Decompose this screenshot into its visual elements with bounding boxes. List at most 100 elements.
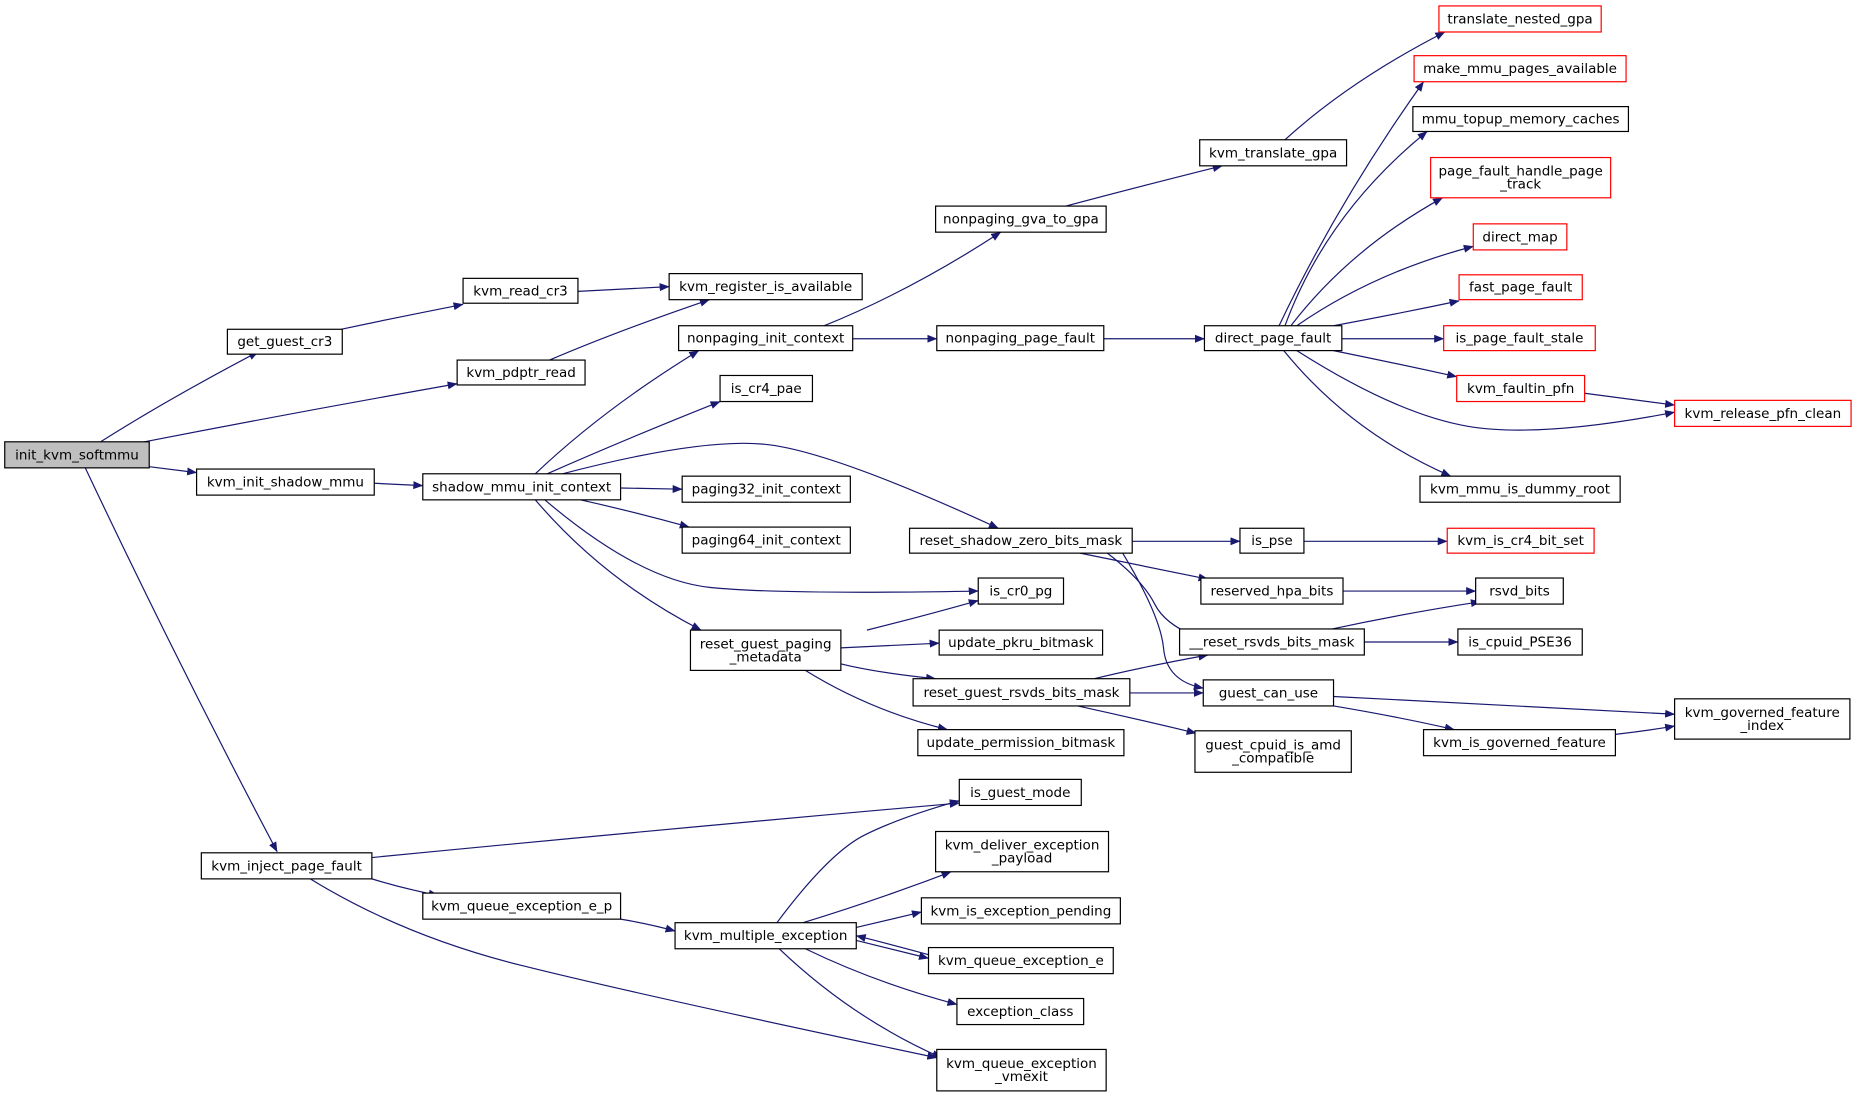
node-label: is_pse: [1251, 533, 1292, 549]
node-direct_map[interactable]: direct_map: [1472, 223, 1568, 251]
node-is_guest_mode[interactable]: is_guest_mode: [958, 778, 1082, 807]
node-direct_page_fault[interactable]: direct_page_fault: [1203, 325, 1343, 352]
node-box: [668, 273, 863, 301]
node-paging64_init_context[interactable]: paging64_init_context: [681, 526, 851, 554]
edge-direct_page_fault-to-kvm_mmu_is_dummy_root: [1283, 350, 1452, 477]
node-box: [1457, 628, 1583, 656]
node-label: rsvd_bits: [1489, 584, 1550, 600]
edge-reset_guest_paging_metadata-to-update_permission_bitmask: [805, 669, 948, 732]
node-nonpaging_page_fault[interactable]: nonpaging_page_fault: [936, 325, 1105, 352]
edge-__reset_rsvds_bits_mask-to-rsvd_bits: [1332, 599, 1481, 630]
node-box: [1438, 5, 1602, 33]
node-is_page_fault_stale[interactable]: is_page_fault_stale: [1443, 325, 1596, 352]
node-kvm_release_pfn_clean[interactable]: kvm_release_pfn_clean: [1674, 399, 1852, 428]
node-fast_page_fault[interactable]: fast_page_fault: [1458, 274, 1583, 301]
node-kvm_translate_gpa[interactable]: kvm_translate_gpa: [1199, 139, 1348, 167]
node-translate_nested_gpa[interactable]: translate_nested_gpa: [1438, 5, 1602, 33]
node-box: [422, 473, 622, 501]
edge-kvm_faultin_pfn-to-kvm_release_pfn_clean: [1584, 392, 1676, 408]
node-label: _vmexit: [994, 1069, 1048, 1085]
node-kvm_mmu_is_dummy_root[interactable]: kvm_mmu_is_dummy_root: [1419, 475, 1621, 503]
node-kvm_queue_exception_vmexit[interactable]: kvm_queue_exception_vmexit: [936, 1048, 1107, 1092]
node-kvm_read_cr3[interactable]: kvm_read_cr3: [462, 277, 579, 304]
node-nonpaging_gva_to_gpa[interactable]: nonpaging_gva_to_gpa: [935, 205, 1107, 233]
node-kvm_governed_feature_index[interactable]: kvm_governed_feature_index: [1674, 698, 1851, 740]
node-mmu_topup_memory_caches[interactable]: mmu_topup_memory_caches: [1412, 106, 1630, 133]
node-reserved_hpa_bits[interactable]: reserved_hpa_bits: [1200, 577, 1344, 605]
edge-kvm_multiple_exception-to-is_guest_mode: [776, 799, 960, 924]
node-kvm_queue_exception_e_p[interactable]: kvm_queue_exception_e_p: [422, 892, 622, 920]
node-box: [935, 830, 1110, 873]
node-reset_shadow_zero_bits_mask[interactable]: reset_shadow_zero_bits_mask: [908, 527, 1133, 554]
node-rsvd_bits[interactable]: rsvd_bits: [1475, 577, 1564, 605]
edge-reset_guest_paging_metadata-to-reset_guest_rsvds_bits_mask: [838, 662, 937, 682]
node-box: [1458, 274, 1583, 301]
node-box: [912, 678, 1131, 707]
node-kvm_is_governed_feature[interactable]: kvm_is_governed_feature: [1422, 729, 1617, 757]
node-is_pse[interactable]: is_pse: [1239, 527, 1305, 554]
node-reset_guest_rsvds_bits_mask[interactable]: reset_guest_rsvds_bits_mask: [912, 678, 1131, 707]
node-label: page_fault_handle_page: [1438, 164, 1602, 180]
node-label: nonpaging_gva_to_gpa: [943, 212, 1099, 228]
node-box: [200, 852, 373, 880]
edge-kvm_init_shadow_mmu-to-shadow_mmu_init_context: [374, 481, 424, 490]
node-label: kvm_queue_exception: [946, 1056, 1097, 1072]
node-reset_guest_paging_metadata[interactable]: reset_guest_paging_metadata: [689, 629, 842, 672]
edge-kvm_inject_page_fault-to-kvm_queue_exception_vmexit: [309, 878, 938, 1060]
edge-shadow_mmu_init_context-to-nonpaging_init_context: [534, 350, 700, 475]
node-kvm_init_shadow_mmu[interactable]: kvm_init_shadow_mmu: [195, 468, 375, 496]
node-is_cpuid_PSE36[interactable]: is_cpuid_PSE36: [1457, 628, 1583, 656]
node-label: kvm_inject_page_fault: [211, 858, 362, 874]
node-box: [689, 629, 842, 672]
edge-nonpaging_gva_to_gpa-to-kvm_translate_gpa: [1065, 164, 1223, 207]
node-kvm_register_is_available[interactable]: kvm_register_is_available: [668, 273, 863, 301]
node-label: __reset_rsvds_bits_mask: [1188, 634, 1354, 650]
node-box: [936, 1048, 1107, 1092]
edge-kvm_read_cr3-to-kvm_register_is_available: [577, 283, 670, 292]
node-box: [195, 468, 375, 496]
node-label: kvm_init_shadow_mmu: [207, 475, 364, 491]
node-label: is_cpuid_PSE36: [1468, 634, 1572, 650]
node-label: kvm_is_governed_feature: [1433, 735, 1606, 751]
node-box: [927, 946, 1114, 975]
node-box: [938, 629, 1104, 656]
node-kvm_is_cr4_bit_set[interactable]: kvm_is_cr4_bit_set: [1446, 527, 1595, 554]
node-is_cr0_pg[interactable]: is_cr0_pg: [977, 577, 1065, 605]
node-guest_can_use[interactable]: guest_can_use: [1202, 679, 1335, 707]
node-kvm_multiple_exception[interactable]: kvm_multiple_exception: [674, 922, 857, 950]
node-nonpaging_init_context[interactable]: nonpaging_init_context: [678, 325, 854, 352]
node-label: kvm_release_pfn_clean: [1685, 406, 1842, 422]
node-box: [1239, 527, 1305, 554]
edge-shadow_mmu_init_context-to-paging32_init_context: [620, 485, 683, 494]
node-paging32_init_context[interactable]: paging32_init_context: [681, 475, 851, 503]
node-kvm_faultin_pfn[interactable]: kvm_faultin_pfn: [1456, 374, 1586, 403]
node-kvm_is_exception_pending[interactable]: kvm_is_exception_pending: [920, 897, 1121, 925]
edge-kvm_multiple_exception-to-exception_class: [805, 948, 958, 1006]
node-__reset_rsvds_bits_mask[interactable]: __reset_rsvds_bits_mask: [1178, 628, 1365, 656]
node-update_pkru_bitmask[interactable]: update_pkru_bitmask: [938, 629, 1104, 656]
node-init_kvm_softmmu[interactable]: init_kvm_softmmu: [4, 441, 150, 469]
node-update_permission_bitmask[interactable]: update_permission_bitmask: [917, 729, 1125, 757]
node-box: [681, 475, 851, 503]
node-get_guest_cr3[interactable]: get_guest_cr3: [226, 328, 343, 355]
node-shadow_mmu_init_context[interactable]: shadow_mmu_init_context: [422, 473, 622, 501]
edge-kvm_translate_gpa-to-translate_nested_gpa: [1284, 31, 1446, 141]
node-make_mmu_pages_available[interactable]: make_mmu_pages_available: [1413, 55, 1627, 83]
node-is_cr4_pae[interactable]: is_cr4_pae: [719, 374, 814, 403]
node-kvm_queue_exception_e[interactable]: kvm_queue_exception_e: [927, 946, 1114, 975]
node-page_fault_handle_page_track[interactable]: page_fault_handle_page_track: [1430, 156, 1612, 199]
node-exception_class[interactable]: exception_class: [956, 997, 1085, 1026]
node-box: [1472, 223, 1568, 251]
node-box: [226, 328, 343, 355]
edge-reset_guest_paging_metadata-to-is_cr0_pg: [866, 599, 979, 631]
node-guest_cpuid_is_amd_compatible[interactable]: guest_cpuid_is_amd_compatible: [1194, 730, 1352, 773]
node-kvm_pdptr_read[interactable]: kvm_pdptr_read: [456, 359, 586, 386]
node-label: init_kvm_softmmu: [15, 447, 139, 463]
node-kvm_deliver_exception_payload[interactable]: kvm_deliver_exception_payload: [935, 830, 1110, 873]
node-kvm_inject_page_fault[interactable]: kvm_inject_page_fault: [200, 852, 373, 880]
node-label: paging64_init_context: [692, 533, 841, 549]
edge-reset_shadow_zero_bits_mask-to-__reset_rsvds_bits_mask: [1106, 552, 1209, 642]
edge-shadow_mmu_init_context-to-paging64_init_context: [580, 499, 690, 529]
node-box: [1194, 730, 1352, 773]
node-box: [956, 997, 1085, 1026]
